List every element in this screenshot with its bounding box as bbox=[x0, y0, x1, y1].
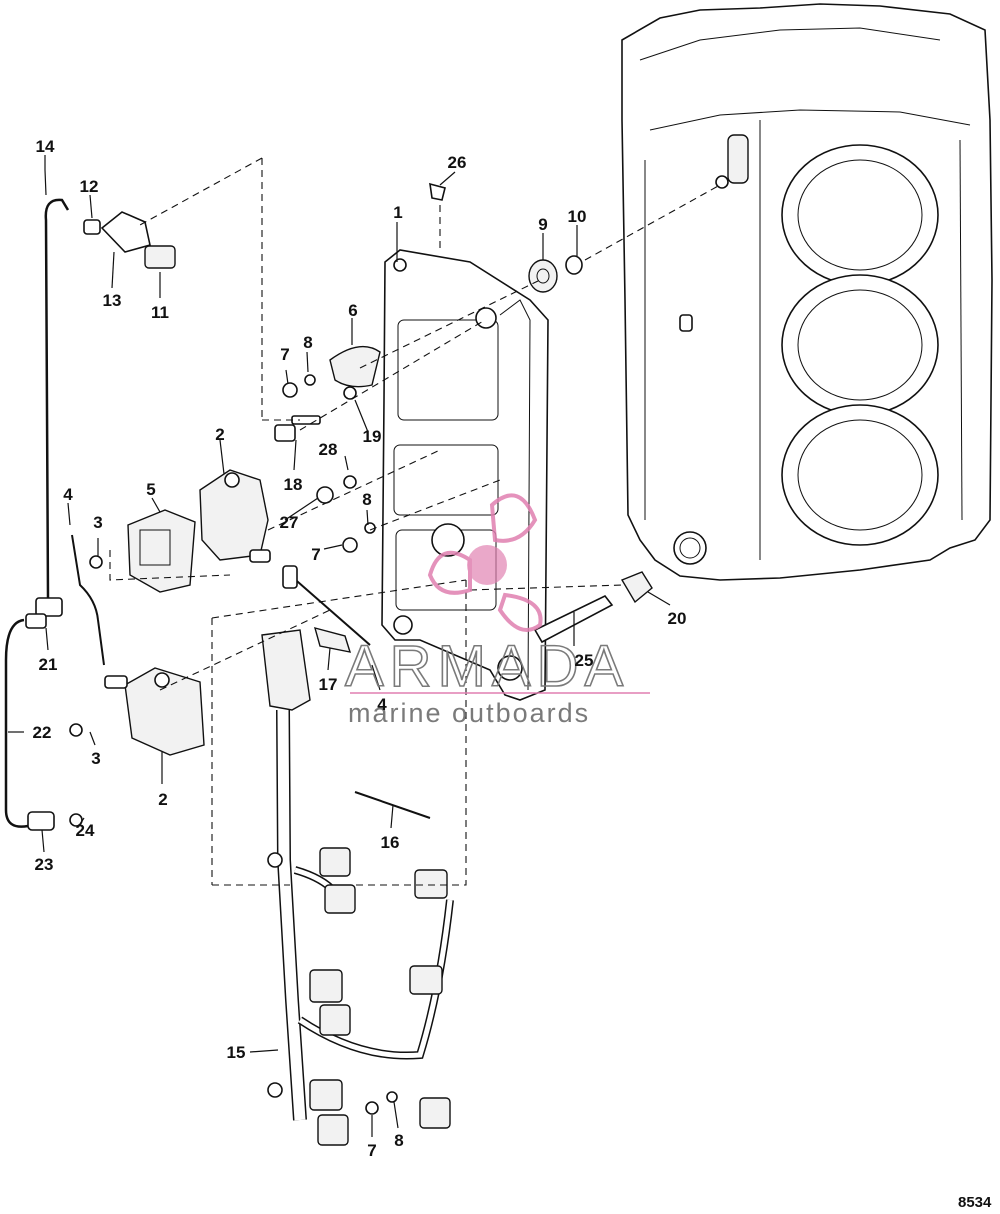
callout-4-center: 4 bbox=[377, 695, 387, 714]
callout-5: 5 bbox=[146, 480, 155, 499]
callout-18: 18 bbox=[284, 475, 303, 494]
hose-14 bbox=[44, 198, 70, 599]
callout-4-left: 4 bbox=[63, 485, 73, 504]
ignition-coil-upper bbox=[199, 469, 271, 563]
callout-20: 20 bbox=[668, 609, 687, 628]
hose-22 bbox=[4, 618, 29, 828]
grommet-9-10 bbox=[528, 255, 583, 293]
ignition-coil-lower bbox=[104, 667, 205, 756]
alignment-lines bbox=[109, 157, 721, 886]
leader-lines bbox=[8, 155, 671, 1137]
cylinder-bore-3 bbox=[781, 404, 939, 546]
figure-number: 8534 bbox=[958, 1194, 992, 1211]
callout-25: 25 bbox=[575, 651, 594, 670]
callout-7-middle: 7 bbox=[311, 545, 320, 564]
callout-22: 22 bbox=[33, 723, 52, 742]
callout-7-lower: 7 bbox=[367, 1141, 376, 1160]
callout-7-upper: 7 bbox=[280, 345, 289, 364]
callout-26: 26 bbox=[448, 153, 467, 172]
callout-15: 15 bbox=[227, 1043, 246, 1062]
callout-2-lower: 2 bbox=[158, 790, 167, 809]
engine-block bbox=[621, 3, 993, 581]
callout-12: 12 bbox=[80, 177, 99, 196]
callout-17: 17 bbox=[319, 675, 338, 694]
callout-6: 6 bbox=[348, 301, 357, 320]
cylinder-bore-1 bbox=[781, 144, 939, 286]
callout-8-lower: 8 bbox=[394, 1131, 403, 1150]
callout-labels: 1 2 2 3 3 4 4 5 6 7 7 7 8 8 8 9 10 11 12… bbox=[33, 137, 687, 1160]
callout-3-lower: 3 bbox=[91, 749, 100, 768]
spark-wire-4b bbox=[289, 574, 371, 646]
callout-21: 21 bbox=[39, 655, 58, 674]
fitting-23 bbox=[27, 811, 55, 831]
callout-24: 24 bbox=[76, 821, 95, 840]
callout-23: 23 bbox=[35, 855, 54, 874]
callout-16: 16 bbox=[381, 833, 400, 852]
wiring-harness bbox=[261, 629, 454, 1146]
cylinder-bore-2 bbox=[781, 274, 939, 416]
ignition-module bbox=[127, 509, 196, 593]
watermark-brand: ARMADA bbox=[345, 634, 629, 699]
callout-9: 9 bbox=[538, 215, 547, 234]
callout-10: 10 bbox=[568, 207, 587, 226]
watermark: ARMADA marine outboards bbox=[344, 493, 650, 728]
armada-logo-icon bbox=[427, 493, 543, 632]
callout-11: 11 bbox=[151, 303, 169, 322]
callout-2-upper: 2 bbox=[215, 425, 224, 444]
callout-13: 13 bbox=[103, 291, 122, 310]
fasteners bbox=[69, 182, 446, 1115]
watermark-tagline: marine outboards bbox=[348, 698, 590, 728]
spark-wire-4 bbox=[71, 534, 105, 666]
callout-19: 19 bbox=[363, 427, 382, 446]
callout-8-middle: 8 bbox=[362, 490, 371, 509]
callout-14: 14 bbox=[36, 137, 55, 156]
callout-28: 28 bbox=[319, 440, 338, 459]
callout-1: 1 bbox=[393, 203, 402, 222]
callout-27: 27 bbox=[280, 513, 299, 532]
mounting-plate bbox=[381, 249, 549, 701]
sensor-17 bbox=[313, 627, 352, 653]
sensor-assembly bbox=[83, 211, 176, 269]
temp-sensor-20 bbox=[620, 571, 653, 604]
callout-3-upper: 3 bbox=[93, 513, 102, 532]
callout-8-upper: 8 bbox=[303, 333, 312, 352]
tee-fitting bbox=[25, 597, 63, 629]
